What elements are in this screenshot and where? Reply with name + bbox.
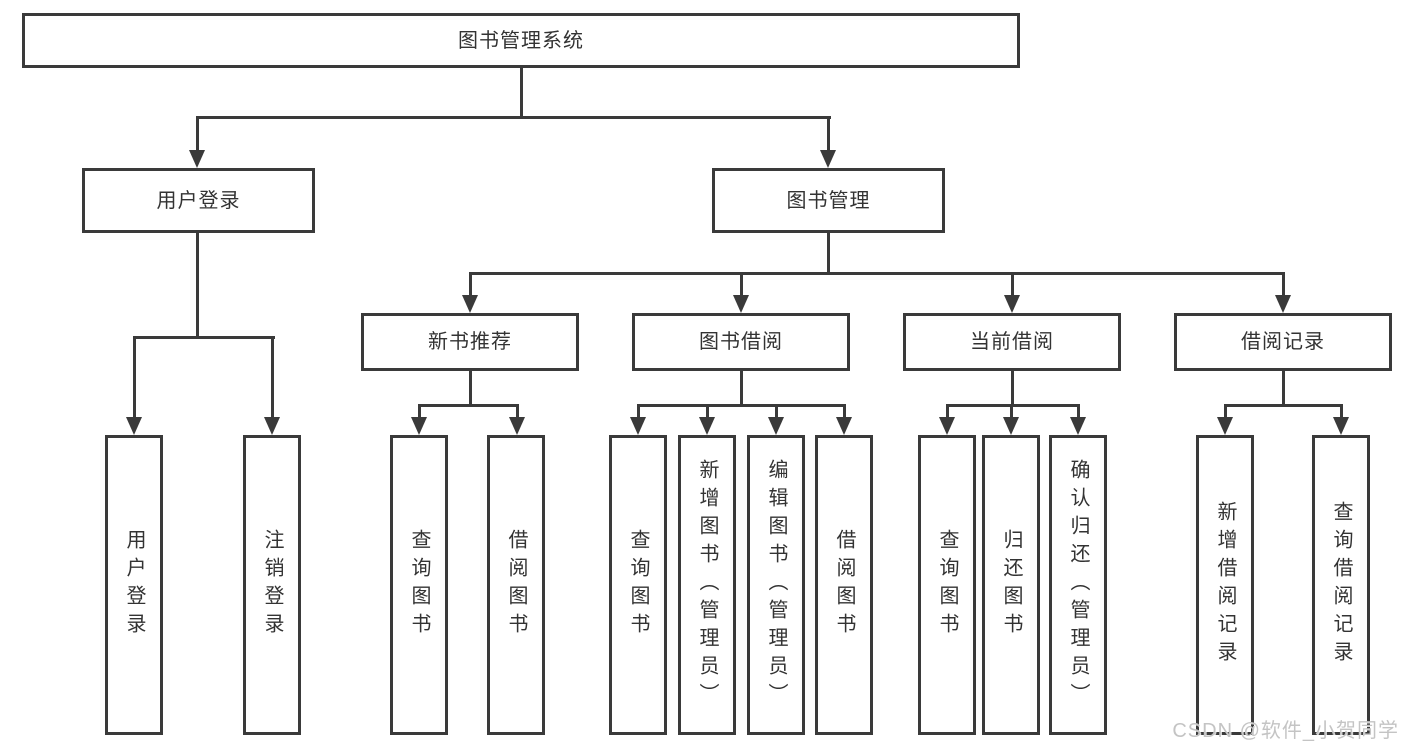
leaf-newbooks-borrow-books: 借阅图书 xyxy=(487,435,545,735)
arrowhead-icon xyxy=(509,417,525,435)
arrowhead-icon xyxy=(699,417,715,435)
connector-line xyxy=(1282,272,1285,299)
connector-line xyxy=(516,404,519,421)
arrowhead-icon xyxy=(189,150,205,168)
node-user-login: 用户登录 xyxy=(82,168,315,233)
arrowhead-icon xyxy=(836,417,852,435)
node-borrowing-records: 借阅记录 xyxy=(1174,313,1392,371)
arrowhead-icon xyxy=(1333,417,1349,435)
csdn-watermark: CSDN @软件_小贺同学 xyxy=(1172,720,1399,742)
leaf-current-query-books: 查询图书 xyxy=(918,435,976,735)
leaf-borrow-edit-books-admin: 编辑图书（管理员） xyxy=(747,435,805,735)
connector-line xyxy=(418,404,421,421)
connector-line xyxy=(1282,371,1285,407)
connector-line xyxy=(843,404,846,421)
connector-line xyxy=(740,371,743,407)
arrowhead-icon xyxy=(939,417,955,435)
connector-line xyxy=(133,336,275,339)
arrowhead-icon xyxy=(411,417,427,435)
leaf-records-add-record: 新增借阅记录 xyxy=(1196,435,1254,735)
connector-line xyxy=(1224,404,1227,421)
connector-line xyxy=(196,116,831,119)
leaf-records-query-record: 查询借阅记录 xyxy=(1312,435,1370,735)
connector-line xyxy=(637,404,640,421)
connector-line xyxy=(740,272,743,299)
arrowhead-icon xyxy=(630,417,646,435)
connector-line xyxy=(827,233,830,275)
connector-line xyxy=(637,404,846,407)
connector-line xyxy=(418,404,519,407)
connector-line xyxy=(196,116,199,154)
arrowhead-icon xyxy=(1217,417,1233,435)
arrowhead-icon xyxy=(1070,417,1086,435)
connector-line xyxy=(775,404,778,421)
leaf-current-confirm-return-admin: 确认归还（管理员） xyxy=(1049,435,1107,735)
arrowhead-icon xyxy=(1003,417,1019,435)
connector-line xyxy=(469,371,472,407)
connector-line xyxy=(946,404,949,421)
arrowhead-icon xyxy=(768,417,784,435)
connector-line xyxy=(1077,404,1080,421)
node-book-borrowing: 图书借阅 xyxy=(632,313,850,371)
leaf-borrow-query-books: 查询图书 xyxy=(609,435,667,735)
connector-line xyxy=(133,336,136,421)
leaf-logout: 注销登录 xyxy=(243,435,301,735)
connector-line xyxy=(1011,272,1014,299)
arrowhead-icon xyxy=(462,295,478,313)
connector-line xyxy=(827,116,830,154)
leaf-borrow-add-books-admin: 新增图书（管理员） xyxy=(678,435,736,735)
node-current-borrowing: 当前借阅 xyxy=(903,313,1121,371)
connector-line xyxy=(1340,404,1343,421)
arrowhead-icon xyxy=(1275,295,1291,313)
connector-line xyxy=(1010,404,1013,421)
leaf-newbooks-query-books: 查询图书 xyxy=(390,435,448,735)
arrowhead-icon xyxy=(264,417,280,435)
node-library-management-system: 图书管理系统 xyxy=(22,13,1020,68)
leaf-current-return-books: 归还图书 xyxy=(982,435,1040,735)
node-new-book-recommendation: 新书推荐 xyxy=(361,313,579,371)
leaf-borrow-borrow-books: 借阅图书 xyxy=(815,435,873,735)
connector-line xyxy=(271,336,274,421)
node-book-management: 图书管理 xyxy=(712,168,945,233)
connector-line xyxy=(1224,404,1343,407)
arrowhead-icon xyxy=(733,295,749,313)
arrowhead-icon xyxy=(1004,295,1020,313)
connector-line xyxy=(469,272,472,299)
arrowhead-icon xyxy=(820,150,836,168)
connector-line xyxy=(469,272,1285,275)
connector-line xyxy=(520,68,523,118)
arrowhead-icon xyxy=(126,417,142,435)
connector-line xyxy=(946,404,1080,407)
connector-line xyxy=(706,404,709,421)
connector-line xyxy=(1011,371,1014,407)
connector-line xyxy=(196,233,199,338)
leaf-user-login: 用户登录 xyxy=(105,435,163,735)
